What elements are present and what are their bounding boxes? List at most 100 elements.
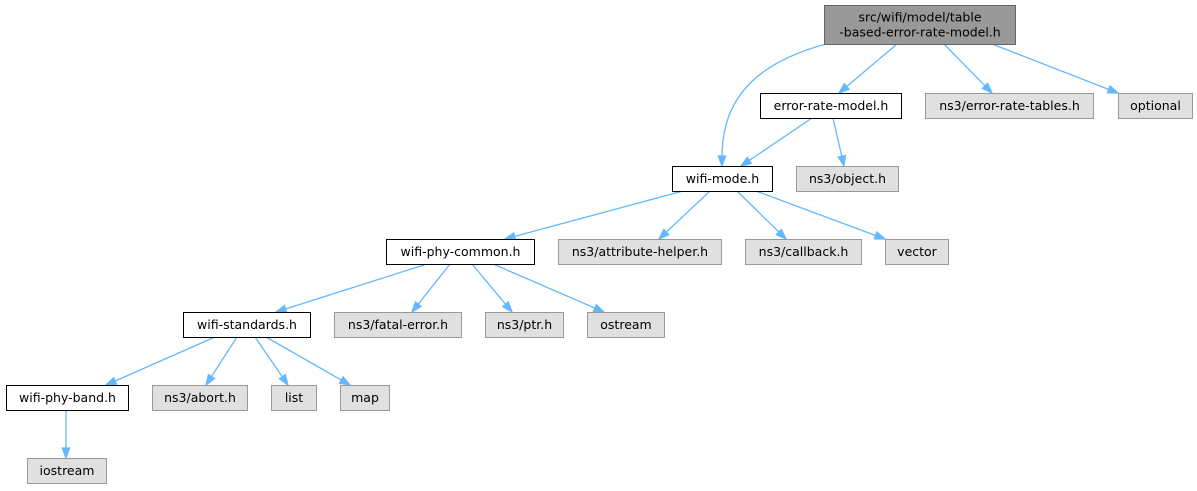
edge-root-to-error-rate-model bbox=[837, 43, 898, 95]
edge-wifi-standards-to-abort bbox=[204, 336, 238, 387]
edge-line bbox=[210, 336, 238, 378]
node-callback: ns3/callback.h bbox=[745, 239, 862, 265]
node-abort: ns3/abort.h bbox=[152, 385, 248, 411]
edge-arrowhead bbox=[1106, 84, 1120, 94]
edge-wifi-standards-to-map bbox=[265, 336, 352, 386]
node-label: ns3/error-rate-tables.h bbox=[939, 98, 1080, 113]
edge-wifi-phy-common-to-ptr bbox=[471, 263, 514, 314]
node-box bbox=[27, 458, 107, 484]
edge-arrowhead bbox=[503, 231, 517, 241]
edge-arrowhead bbox=[501, 300, 514, 314]
node-box bbox=[334, 312, 462, 338]
edge-arrowhead bbox=[657, 228, 670, 241]
node-box bbox=[271, 385, 317, 411]
node-label: optional bbox=[1130, 98, 1181, 113]
node-wifi-standards[interactable]: wifi-standards.h bbox=[183, 312, 311, 338]
node-label: ns3/fatal-error.h bbox=[348, 317, 448, 332]
node-label: map bbox=[351, 390, 379, 405]
edge-line bbox=[721, 43, 827, 158]
node-label: iostream bbox=[40, 463, 95, 478]
edge-line bbox=[417, 263, 451, 306]
node-label: -based-error-rate-model.h bbox=[839, 25, 1000, 40]
node-box bbox=[760, 93, 902, 119]
edge-arrowhead bbox=[104, 376, 118, 386]
edge-line bbox=[665, 190, 711, 234]
edge-layer bbox=[61, 43, 1120, 460]
node-ostream: ostream bbox=[587, 312, 665, 338]
node-label: wifi-standards.h bbox=[197, 317, 297, 332]
edge-line bbox=[736, 190, 781, 234]
edge-arrowhead bbox=[981, 82, 994, 95]
node-label: ns3/abort.h bbox=[164, 390, 236, 405]
edge-arrowhead bbox=[410, 300, 423, 314]
node-object: ns3/object.h bbox=[796, 166, 899, 192]
edge-line bbox=[991, 43, 1110, 91]
node-box bbox=[152, 385, 248, 411]
edge-wifi-standards-to-wifi-phy-band bbox=[104, 336, 216, 386]
node-box bbox=[796, 166, 899, 192]
node-box bbox=[386, 239, 535, 265]
edge-wifi-phy-common-to-ostream bbox=[492, 263, 606, 313]
node-label: ns3/ptr.h bbox=[497, 317, 552, 332]
node-list: list bbox=[271, 385, 317, 411]
edge-line bbox=[254, 336, 284, 378]
node-map: map bbox=[340, 385, 390, 411]
edge-arrowhead bbox=[837, 82, 851, 95]
edge-line bbox=[284, 263, 428, 310]
node-box bbox=[485, 312, 564, 338]
edge-line bbox=[845, 43, 898, 88]
node-iostream: iostream bbox=[27, 458, 107, 484]
edge-line bbox=[748, 117, 813, 162]
edge-line bbox=[943, 43, 987, 88]
node-label: error-rate-model.h bbox=[774, 98, 889, 113]
edge-line bbox=[113, 336, 216, 382]
node-box bbox=[1118, 93, 1193, 119]
edge-wifi-phy-band-to-iostream bbox=[61, 410, 71, 460]
edge-wifi-mode-to-vector bbox=[755, 190, 887, 240]
edge-arrowhead bbox=[837, 154, 847, 168]
node-label: src/wifi/model/table bbox=[858, 10, 981, 25]
edge-error-rate-model-to-wifi-mode bbox=[739, 117, 813, 168]
edge-wifi-mode-to-callback bbox=[736, 190, 788, 241]
node-label: list bbox=[285, 390, 303, 405]
node-wifi-mode[interactable]: wifi-mode.h bbox=[672, 166, 773, 192]
node-box bbox=[340, 385, 390, 411]
node-box bbox=[6, 385, 129, 411]
node-vector: vector bbox=[885, 239, 949, 265]
node-box bbox=[745, 239, 862, 265]
edge-wifi-mode-to-attribute-helper bbox=[657, 190, 711, 241]
node-label: wifi-mode.h bbox=[686, 171, 759, 186]
node-fatal-error: ns3/fatal-error.h bbox=[334, 312, 462, 338]
edge-line bbox=[492, 263, 596, 310]
edge-arrowhead bbox=[338, 375, 352, 386]
node-label: ostream bbox=[600, 317, 651, 332]
node-label: wifi-phy-common.h bbox=[401, 244, 521, 259]
node-label: wifi-phy-band.h bbox=[19, 390, 116, 405]
node-box bbox=[587, 312, 665, 338]
edge-arrowhead bbox=[717, 155, 727, 168]
node-root[interactable]: src/wifi/model/table-based-error-rate-mo… bbox=[824, 5, 1016, 45]
edge-arrowhead bbox=[873, 231, 887, 240]
edge-wifi-phy-common-to-fatal-error bbox=[410, 263, 451, 314]
edge-arrowhead bbox=[592, 303, 606, 313]
edge-wifi-standards-to-list bbox=[254, 336, 290, 387]
node-box bbox=[925, 93, 1094, 119]
node-layer: src/wifi/model/table-based-error-rate-mo… bbox=[6, 5, 1193, 484]
node-label: ns3/callback.h bbox=[759, 244, 849, 259]
edge-wifi-phy-common-to-wifi-standards bbox=[274, 263, 428, 314]
node-wifi-phy-common[interactable]: wifi-phy-common.h bbox=[386, 239, 535, 265]
node-error-rate-tables: ns3/error-rate-tables.h bbox=[925, 93, 1094, 119]
node-label: vector bbox=[897, 244, 938, 259]
edge-line bbox=[755, 190, 877, 237]
node-optional: optional bbox=[1118, 93, 1193, 119]
node-wifi-phy-band[interactable]: wifi-phy-band.h bbox=[6, 385, 129, 411]
edge-arrowhead bbox=[204, 373, 216, 387]
node-ptr: ns3/ptr.h bbox=[485, 312, 564, 338]
node-error-rate-model[interactable]: error-rate-model.h bbox=[760, 93, 902, 119]
edge-arrowhead bbox=[278, 373, 290, 387]
edge-root-to-wifi-mode bbox=[717, 43, 827, 168]
edge-arrowhead bbox=[739, 156, 753, 168]
edge-line bbox=[265, 336, 343, 382]
node-label: ns3/object.h bbox=[809, 171, 886, 186]
